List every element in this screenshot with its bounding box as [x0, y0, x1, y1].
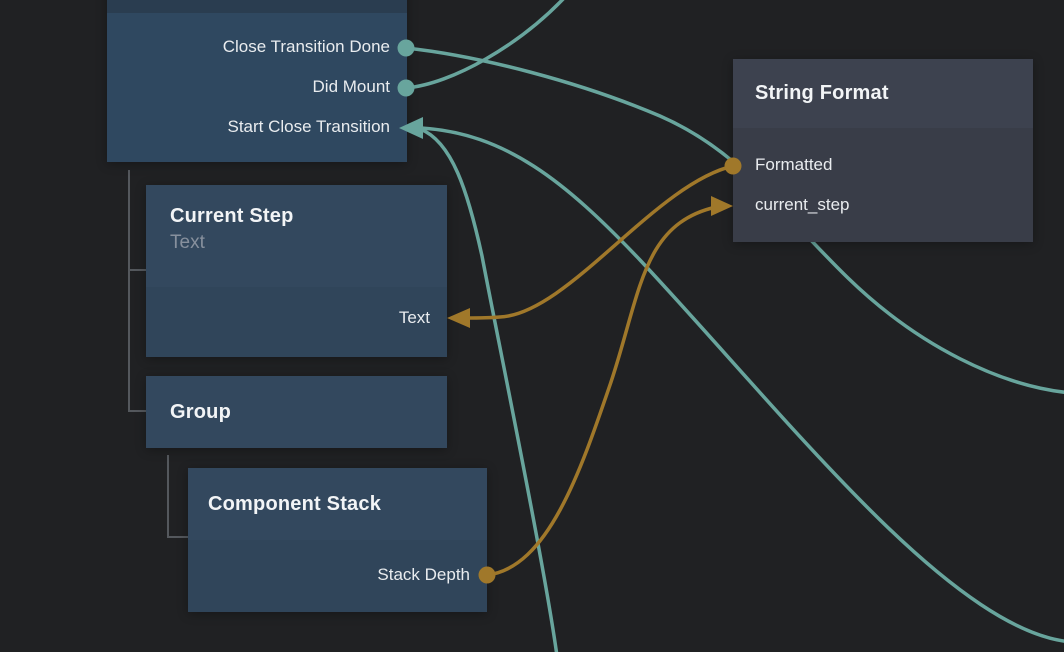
node-current-step[interactable]: Current Step Text Text	[146, 185, 447, 357]
port-dot-close-transition-done[interactable]	[397, 39, 415, 57]
port-dot-did-mount[interactable]	[397, 79, 415, 97]
port-arrow-current-step[interactable]	[711, 196, 733, 216]
port-current-step[interactable]: current_step	[733, 185, 1033, 225]
port-close-transition-done[interactable]: Close Transition Done	[107, 27, 407, 67]
port-label: Did Mount	[312, 77, 390, 96]
node-subtitle: Text	[170, 232, 205, 253]
port-dot-stack-depth[interactable]	[478, 566, 496, 584]
node-title: Group	[170, 400, 231, 423]
port-label: Stack Depth	[377, 565, 470, 584]
node-title: Component Stack	[208, 492, 382, 515]
node-clipped-header	[107, 0, 407, 13]
node-title: String Format	[755, 82, 889, 104]
port-label: Text	[398, 308, 430, 327]
port-arrow-text[interactable]	[447, 308, 470, 328]
port-did-mount[interactable]: Did Mount	[107, 67, 407, 107]
wire-start-close-transition-a[interactable]	[420, 126, 1064, 643]
port-arrow-start-close-transition[interactable]	[399, 117, 423, 139]
port-label: Formatted	[755, 155, 833, 174]
wire-did-mount[interactable]	[405, 0, 566, 90]
tree-connector-line	[167, 455, 188, 538]
node-component-stack[interactable]: Component Stack Stack Depth	[188, 468, 487, 612]
wire-formatted-to-text[interactable]	[465, 164, 734, 320]
node-clipped[interactable]: Close Transition Done Did Mount Start Cl…	[107, 0, 407, 162]
node-group[interactable]: Group	[146, 376, 447, 448]
port-label: Close Transition Done	[222, 37, 390, 56]
port-stack-depth[interactable]: Stack Depth	[188, 555, 487, 595]
port-start-close-transition[interactable]: Start Close Transition	[107, 107, 407, 147]
port-label: current_step	[755, 195, 850, 214]
port-label: Start Close Transition	[227, 117, 390, 136]
port-dot-formatted[interactable]	[724, 157, 742, 175]
node-title: Current Step	[170, 205, 294, 227]
wire-stack-depth-to-current-step[interactable]	[486, 205, 717, 577]
port-formatted[interactable]: Formatted	[733, 145, 1033, 185]
port-text[interactable]: Text	[146, 298, 447, 338]
node-string-format[interactable]: String Format Formatted current_step	[733, 59, 1033, 242]
tree-connector-line	[128, 170, 146, 412]
wire-start-close-transition-b[interactable]	[419, 127, 559, 652]
